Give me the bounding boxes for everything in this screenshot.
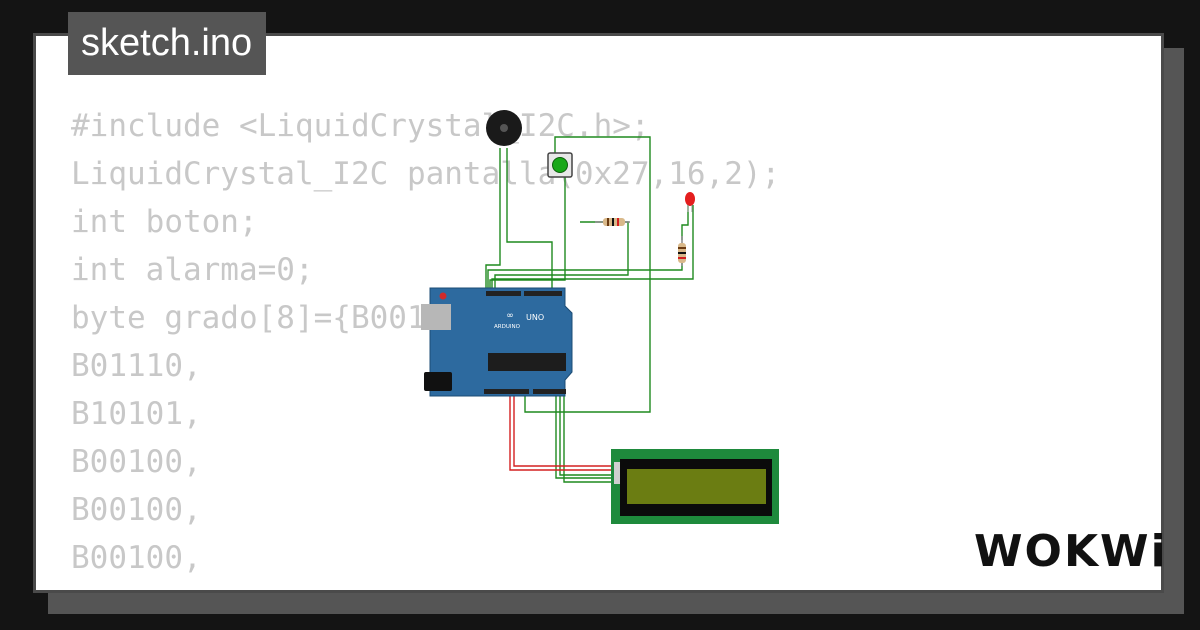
code-line: B00100, xyxy=(71,492,202,528)
resistor-icon xyxy=(595,218,630,226)
arduino-symbol-icon: ∞ xyxy=(506,311,514,321)
code-line: B00100, xyxy=(71,444,202,480)
board-model-label: UNO xyxy=(526,313,544,322)
code-line: #include <LiquidCrystal_I2C.h>; xyxy=(71,108,650,144)
red-wires xyxy=(509,392,620,471)
resistor-icon xyxy=(678,236,686,266)
board-brand-label: ARDUINO xyxy=(494,324,521,330)
code-listing: #include <LiquidCrystal_I2C.h>; LiquidCry… xyxy=(71,102,781,590)
file-tab[interactable]: sketch.ino xyxy=(68,12,267,75)
buzzer-icon xyxy=(486,110,522,146)
code-line: B10101, xyxy=(71,396,202,432)
red-led-icon xyxy=(685,192,695,212)
green-wires xyxy=(485,136,694,483)
code-line: int boton; xyxy=(71,204,258,240)
wokwi-logo: WOKWi xyxy=(974,526,1168,577)
lcd1602-i2c-display xyxy=(611,449,779,524)
arduino-uno-board: ∞ UNO ARDUINO xyxy=(421,287,573,397)
code-preview-card: #include <LiquidCrystal_I2C.h>; LiquidCry… xyxy=(33,33,1164,593)
pushbutton-icon xyxy=(547,152,573,178)
code-line: B00100, xyxy=(71,540,202,576)
code-line: int alarma=0; xyxy=(71,252,314,288)
code-line: LiquidCrystal_I2C pantalla(0x27,16,2); xyxy=(71,156,781,192)
code-line: B00100 xyxy=(71,582,780,590)
code-line: B01110, xyxy=(71,348,202,384)
